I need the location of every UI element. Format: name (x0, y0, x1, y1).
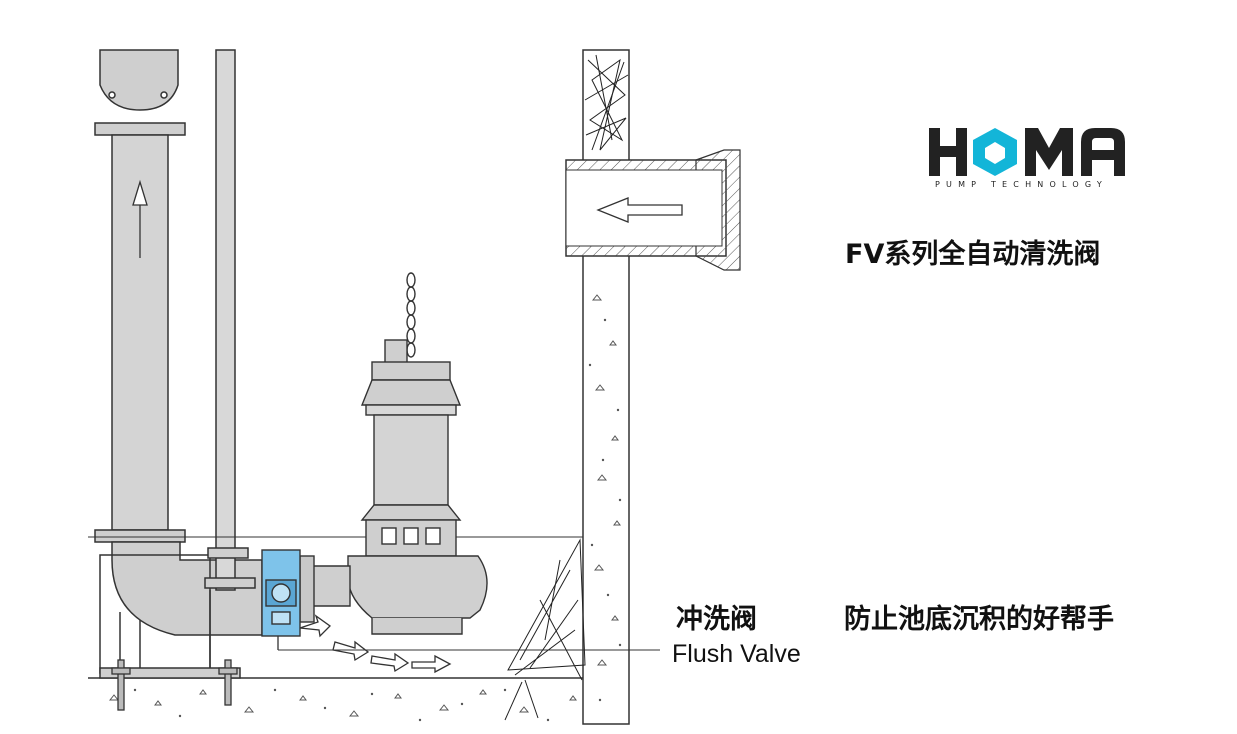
inlet-pipe (565, 149, 741, 271)
submersible-pump (299, 272, 488, 635)
flush-valve (261, 549, 301, 637)
homa-wordmark-icon (929, 128, 1125, 176)
pit-floor (88, 677, 628, 724)
product-tagline: 防止池底沉积的好帮手 (844, 604, 1114, 635)
product-title: FV系列全自动清洗阀 (845, 239, 1101, 270)
sediment-debris (504, 538, 586, 721)
pit-wall (582, 49, 630, 725)
flush-valve-cn-label: 冲洗阀 (676, 604, 757, 635)
anchor-bolts (111, 659, 238, 711)
flush-flow-arrows (277, 614, 660, 674)
homa-logo: PUMP TECHNOLOGY (925, 122, 1130, 194)
guide-rail (88, 49, 583, 591)
inflow-arrow (596, 197, 683, 223)
flush-valve-en-label: Flush Valve (672, 640, 801, 668)
logo-tagline: PUMP TECHNOLOGY (935, 180, 1108, 189)
